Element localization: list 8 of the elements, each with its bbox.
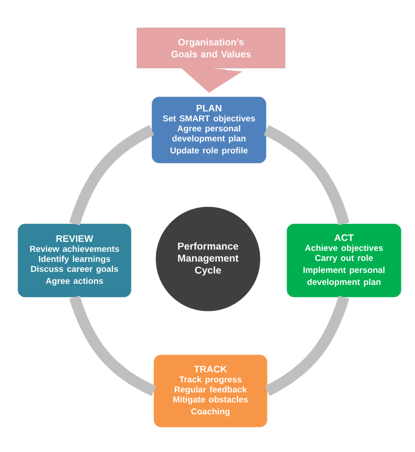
plan-box: PLAN Set SMART objectives Agree personal development plan Update role profile — [152, 96, 266, 164]
ring-arc — [69, 125, 154, 226]
ring-arc — [264, 125, 350, 226]
track-box: TRACK Track progress Regular feedback Mitigate obstacles Coaching — [154, 354, 268, 428]
ring-arc — [69, 295, 156, 396]
review-box: REVIEW Review achievements Identify learnings Discuss career goals Agree actions — [18, 224, 132, 298]
ring-arc — [264, 295, 350, 396]
act-box: ACT Achieve objectives Carry out role Implement personal development plan — [286, 224, 402, 298]
